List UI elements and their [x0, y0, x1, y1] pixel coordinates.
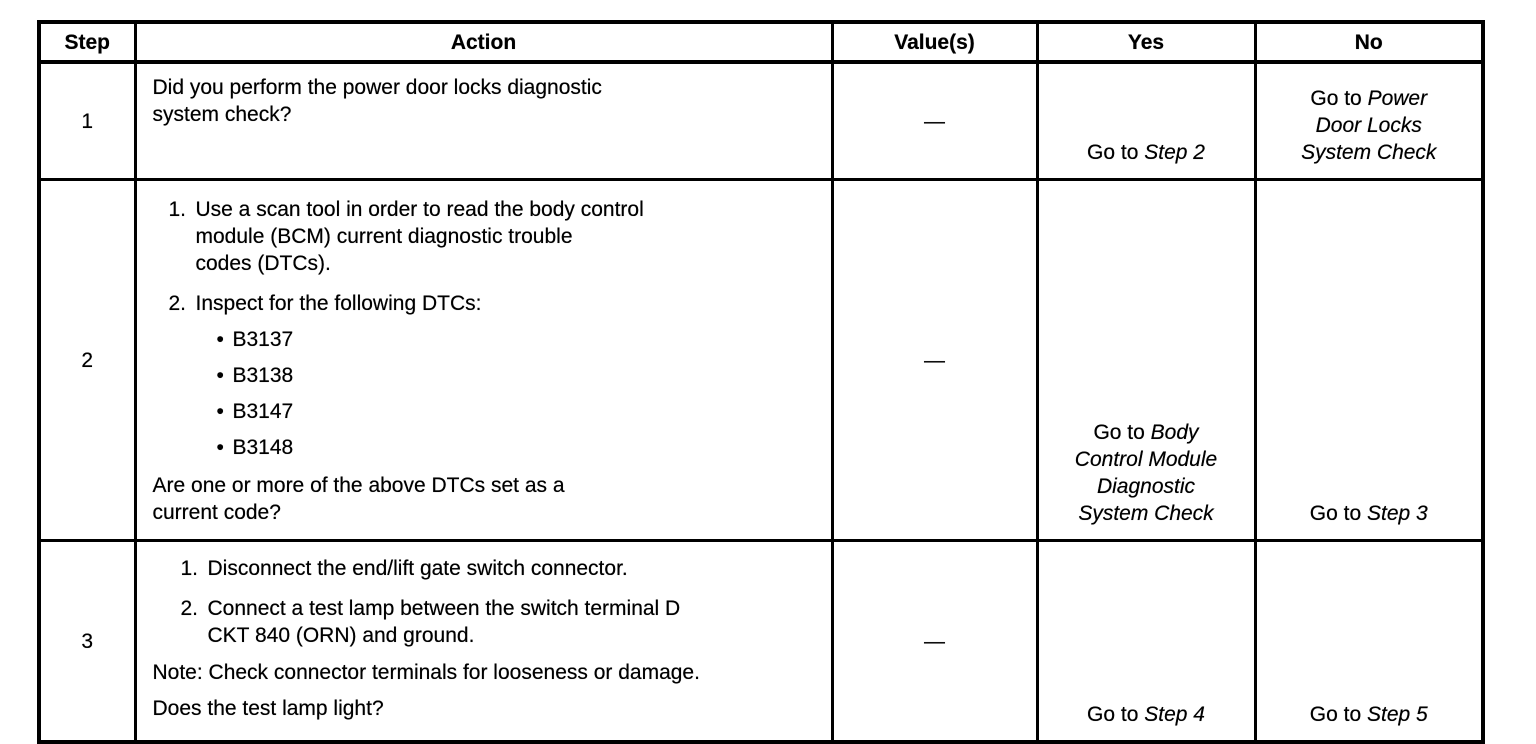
action-question: Are one or more of the above DTCs set as… — [152, 474, 565, 524]
yes-cell: Go to Step 2 — [1035, 60, 1257, 181]
diagnostic-step-table: Step Action Value(s) Yes No 1 Did you pe… — [37, 20, 1485, 744]
col-header-yes: Yes — [1035, 20, 1257, 64]
dtc-bullet-item: • B3137 — [217, 326, 823, 353]
goto-prefix: Go to — [1093, 421, 1151, 444]
dtc-code: B3138 — [232, 364, 294, 387]
bullet-icon: • — [216, 400, 224, 423]
goto-prefix: Go to — [1309, 502, 1367, 525]
col-header-values: Value(s) — [830, 20, 1039, 64]
no-cell: Go to Power Door Locks System Check — [1253, 60, 1485, 181]
goto-reference: Body Control Module Diagnostic System Ch… — [1074, 421, 1218, 525]
goto-prefix: Go to — [1309, 703, 1367, 726]
table-row-step-2: 2 1. Use a scan tool in order to read th… — [37, 178, 1485, 542]
list-item-number: 2. — [180, 597, 199, 620]
goto-reference: Step 5 — [1366, 703, 1428, 726]
action-list-item: 1. Disconnect the end/lift gate switch c… — [181, 555, 823, 582]
header-row: Step Action Value(s) Yes No — [37, 20, 1485, 64]
list-item-number: 2. — [168, 292, 187, 315]
dtc-bullet-list: • B3137 • B3138 • B3147 • — [217, 326, 823, 461]
action-note: Note: Check connector terminals for loos… — [152, 661, 700, 684]
action-question: Did you perform the power door locks dia… — [152, 76, 602, 126]
action-question: Does the test lamp light? — [152, 697, 384, 720]
dtc-bullet-item: • B3147 — [217, 398, 823, 425]
action-list-item: 2. Inspect for the following DTCs: — [169, 290, 823, 317]
action-cell: 1. Disconnect the end/lift gate switch c… — [133, 539, 834, 744]
list-item-text: Use a scan tool in order to read the bod… — [195, 198, 644, 275]
step-number: 2 — [37, 178, 137, 542]
goto-reference: Power Door Locks System Check — [1301, 87, 1437, 164]
action-cell: Did you perform the power door locks dia… — [133, 60, 834, 181]
goto-prefix: Go to — [1087, 141, 1145, 164]
value-dash: — — [924, 629, 945, 653]
dtc-code: B3147 — [232, 400, 294, 423]
step-number: 3 — [37, 539, 137, 744]
table-row-step-3: 3 1. Disconnect the end/lift gate switch… — [37, 539, 1485, 744]
col-header-step: Step — [37, 20, 137, 64]
yes-cell: Go to Body Control Module Diagnostic Sys… — [1035, 178, 1257, 542]
action-list-item: 2. Connect a test lamp between the switc… — [181, 595, 823, 649]
list-item-number: 1. — [168, 198, 187, 221]
value-dash: — — [924, 348, 945, 372]
dtc-bullet-item: • B3138 — [217, 362, 823, 389]
bullet-icon: • — [216, 328, 224, 351]
action-list-item: 1. Use a scan tool in order to read the … — [169, 196, 823, 277]
value-cell: — — [830, 178, 1039, 542]
goto-prefix: Go to — [1087, 703, 1145, 726]
step-number: 1 — [37, 60, 137, 181]
no-cell: Go to Step 3 — [1253, 178, 1485, 542]
yes-cell: Go to Step 4 — [1035, 539, 1257, 744]
goto-reference: Step 2 — [1144, 141, 1205, 164]
dtc-code: B3148 — [232, 436, 294, 459]
list-item-text: Inspect for the following DTCs: — [195, 292, 482, 315]
col-header-no: No — [1253, 20, 1485, 64]
no-cell: Go to Step 5 — [1253, 539, 1485, 744]
dtc-bullet-item: • B3148 — [217, 434, 823, 461]
goto-prefix: Go to — [1310, 87, 1368, 110]
list-item-text: Connect a test lamp between the switch t… — [207, 597, 681, 647]
value-dash: — — [924, 109, 945, 133]
table-row-step-1: 1 Did you perform the power door locks d… — [37, 60, 1485, 181]
goto-reference: Step 3 — [1366, 502, 1428, 525]
bullet-icon: • — [216, 364, 224, 387]
dtc-code: B3137 — [232, 328, 294, 351]
col-header-action: Action — [133, 20, 834, 64]
scanned-document-page: Step Action Value(s) Yes No 1 Did you pe… — [37, 20, 1485, 744]
list-item-text: Disconnect the end/lift gate switch conn… — [207, 557, 628, 580]
action-cell: 1. Use a scan tool in order to read the … — [133, 178, 834, 542]
value-cell: — — [830, 539, 1039, 744]
value-cell: — — [830, 60, 1039, 181]
goto-reference: Step 4 — [1144, 703, 1205, 726]
bullet-icon: • — [216, 436, 224, 459]
list-item-number: 1. — [180, 557, 199, 580]
